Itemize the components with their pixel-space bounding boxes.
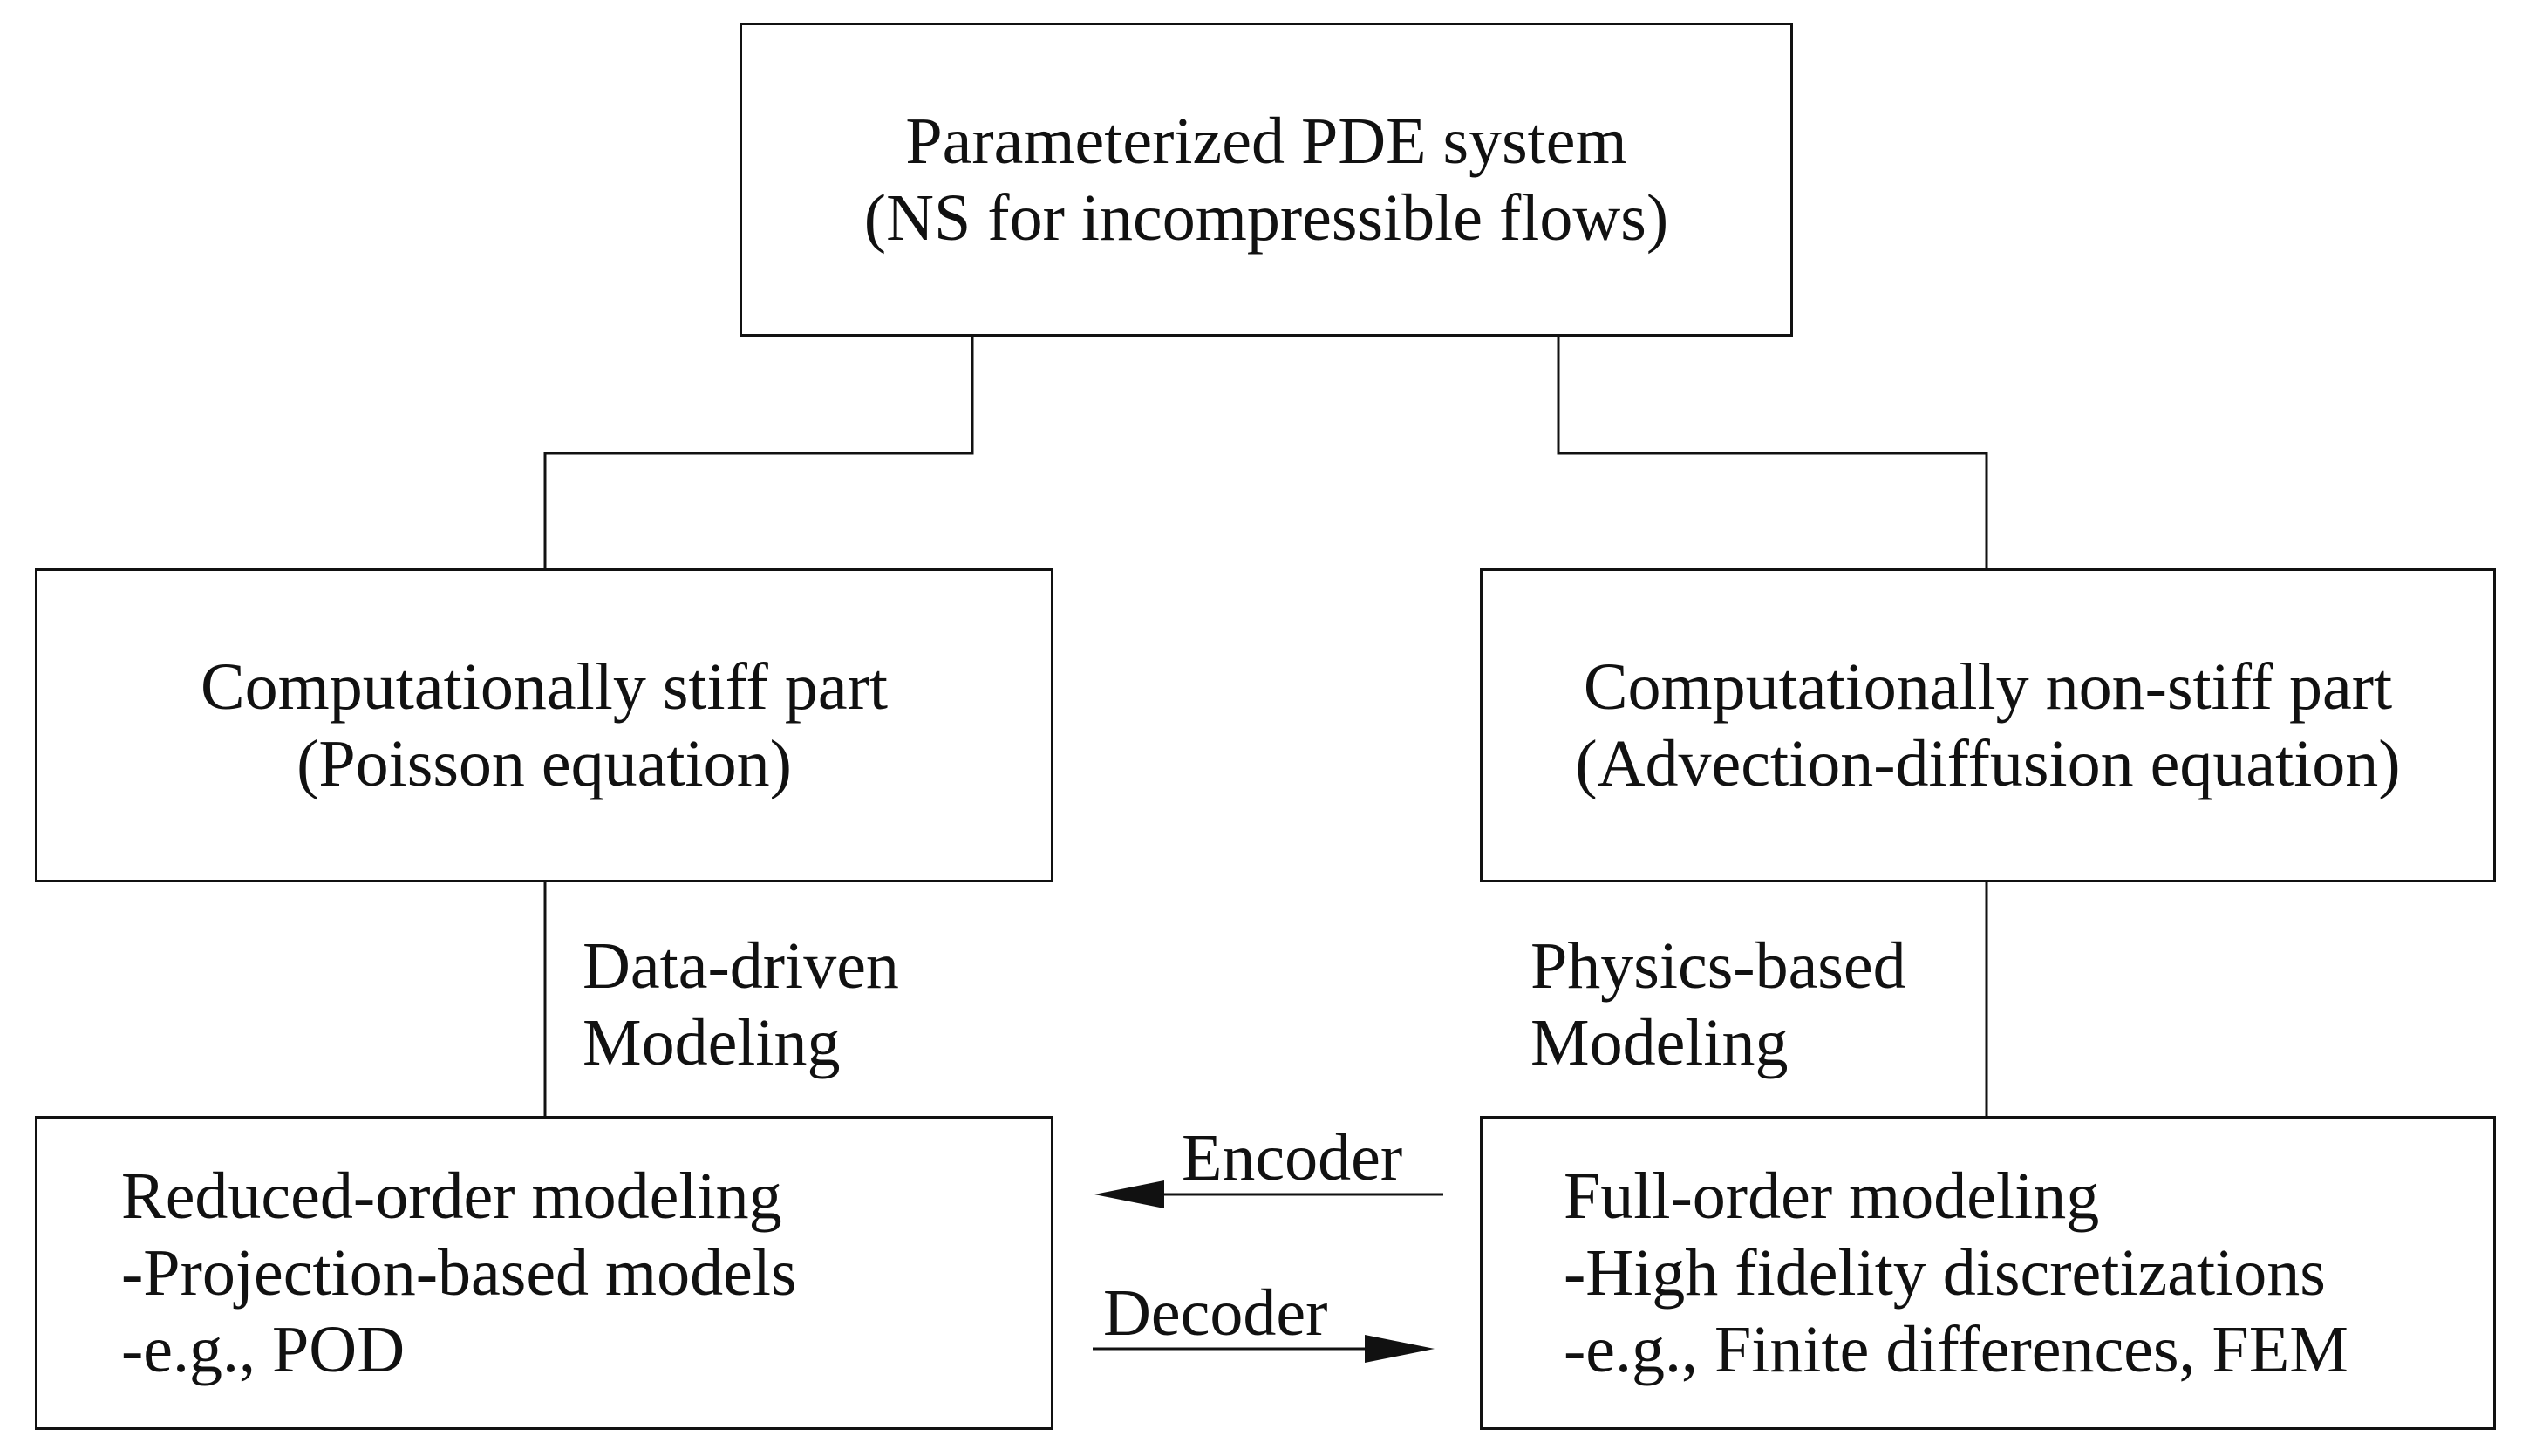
left-bottom-box-line3: -e.g., POD	[121, 1313, 406, 1386]
right-mid-box-title: Computationally non-stiff part	[1583, 650, 2393, 724]
right-bottom-box-line1: Full-order modeling	[1564, 1160, 2100, 1233]
right-bottom-box-line3: -e.g., Finite differences, FEM	[1564, 1313, 2348, 1386]
right-mid-box-subtitle: (Advection-diffusion equation)	[1575, 727, 2401, 800]
data-driven-label-line2: Modeling	[583, 1006, 841, 1079]
left-mid-box-title: Computationally stiff part	[200, 650, 889, 724]
left-bottom-box-line1: Reduced-order modeling	[121, 1160, 782, 1233]
data-driven-modeling-label: Data-driven Modeling	[583, 928, 899, 1081]
top-box-subtitle: (NS for incompressible flows)	[863, 181, 1669, 255]
top-box-pde-system: Parameterized PDE system (NS for incompr…	[740, 23, 1793, 337]
left-mid-box-stiff-part: Computationally stiff part (Poisson equa…	[35, 568, 1053, 882]
physics-based-modeling-label: Physics-based Modeling	[1530, 928, 1906, 1081]
top-box-title: Parameterized PDE system	[905, 105, 1627, 178]
connector-top-to-right	[1557, 336, 1988, 568]
left-bottom-box-line2: -Projection-based models	[121, 1236, 797, 1310]
data-driven-label-line1: Data-driven	[583, 929, 899, 1003]
left-bottom-box-reduced-order: Reduced-order modeling -Projection-based…	[35, 1116, 1053, 1430]
decoder-arrowhead	[1365, 1335, 1435, 1363]
physics-based-label-line1: Physics-based	[1530, 929, 1906, 1003]
encoder-label: Encoder	[1182, 1121, 1403, 1194]
connector-top-to-left	[543, 336, 974, 568]
physics-based-label-line2: Modeling	[1530, 1006, 1789, 1079]
left-mid-box-subtitle: (Poisson equation)	[297, 727, 792, 800]
right-mid-box-non-stiff-part: Computationally non-stiff part (Advectio…	[1480, 568, 2496, 882]
right-bottom-box-full-order: Full-order modeling -High fidelity discr…	[1480, 1116, 2496, 1430]
right-bottom-box-line2: -High fidelity discretizations	[1564, 1236, 2326, 1310]
encoder-arrowhead	[1094, 1180, 1164, 1208]
decoder-label: Decoder	[1103, 1276, 1328, 1350]
